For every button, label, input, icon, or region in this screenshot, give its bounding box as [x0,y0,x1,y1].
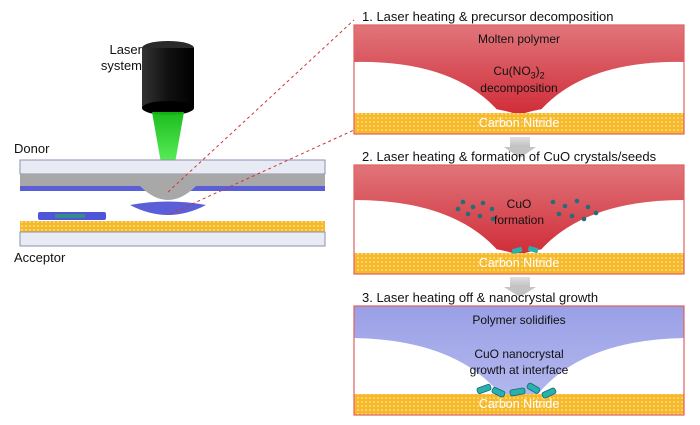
arrow-1-to-2 [510,137,530,147]
donor-label: Donor [14,141,50,156]
panel-3-void-left [354,338,500,394]
acceptor-substrate [19,212,326,247]
transferred-droplet [130,201,206,215]
arrow-2-to-3 [510,277,530,287]
panel-1-title: 1. Laser heating & precursor decompositi… [362,9,614,24]
panel-1-caption-bottom: decomposition [480,81,558,95]
panel-3-nanocrystals [476,382,557,399]
acceptor-glass [19,231,326,247]
laser-beam [152,112,184,180]
donor-bulge [140,186,196,200]
panel-3-void-right [538,338,684,394]
panel-2-void-left [354,200,500,253]
panel-2-crystal-b [527,246,539,254]
panel-3-caption-mid: CuO nanocrystal [474,347,564,361]
panel-1-substrate-label: Carbon Nitride [478,116,560,130]
panel-1-caption-mid: Cu(NO3)2 [419,64,619,80]
panel-3-caption-bottom: growth at interface [469,363,569,377]
arrow-1-to-2-head [504,147,536,158]
acceptor-carbon-nitride [20,221,325,232]
panel-2-substrate-label: Carbon Nitride [478,256,560,270]
panel-1-void-left [354,61,500,113]
laser-bottom-cap [142,101,194,115]
panel-2-border [353,164,685,275]
panel-2-caption-top: CuO [506,197,532,211]
donor-substrate [19,159,326,215]
panel-1-formula-sub: 3 [530,70,536,81]
panel-3-border [353,305,685,416]
panel-3-substrate [354,394,684,415]
panel-1 [353,24,685,135]
panel-1-void-right [538,61,684,113]
zoom-line-top [167,19,355,193]
panel-2-caption-bottom: formation [493,213,545,227]
panel-3-substrate-label: Carbon Nitride [478,397,560,411]
panel-1-border [353,24,685,135]
arrow-2-to-3-head [504,287,536,297]
panel-2-title: 2. Laser heating & formation of CuO crys… [362,149,657,164]
donor-glass [19,159,326,175]
panel-1-formula-main: Cu(NO [493,64,531,78]
panel-3-caption-top: Polymer solidifies [472,313,566,327]
panel-2-substrate [354,253,684,274]
laser-body [142,48,194,108]
panel-2 [353,164,685,275]
donor-film [20,174,325,186]
panel-1-substrate [354,113,684,134]
panel-1-caption-top: Molten polymer [477,32,561,46]
panel-3 [353,305,685,416]
panel-1-formula-close: ) [535,64,540,78]
panel-2-seeds [455,198,599,222]
laser-system-label: Laser system [100,42,142,73]
zoom-line-bottom [169,129,355,215]
panel-2-void-right [538,200,684,253]
panel-2-crystal-a [511,246,523,254]
panel-1-formula-sub2: 2 [539,70,545,81]
deposited-pixel-core [55,214,85,218]
laser-system [142,41,194,180]
acceptor-label: Acceptor [14,250,66,265]
panel-3-title: 3. Laser heating off & nanocrystal growt… [362,290,599,305]
